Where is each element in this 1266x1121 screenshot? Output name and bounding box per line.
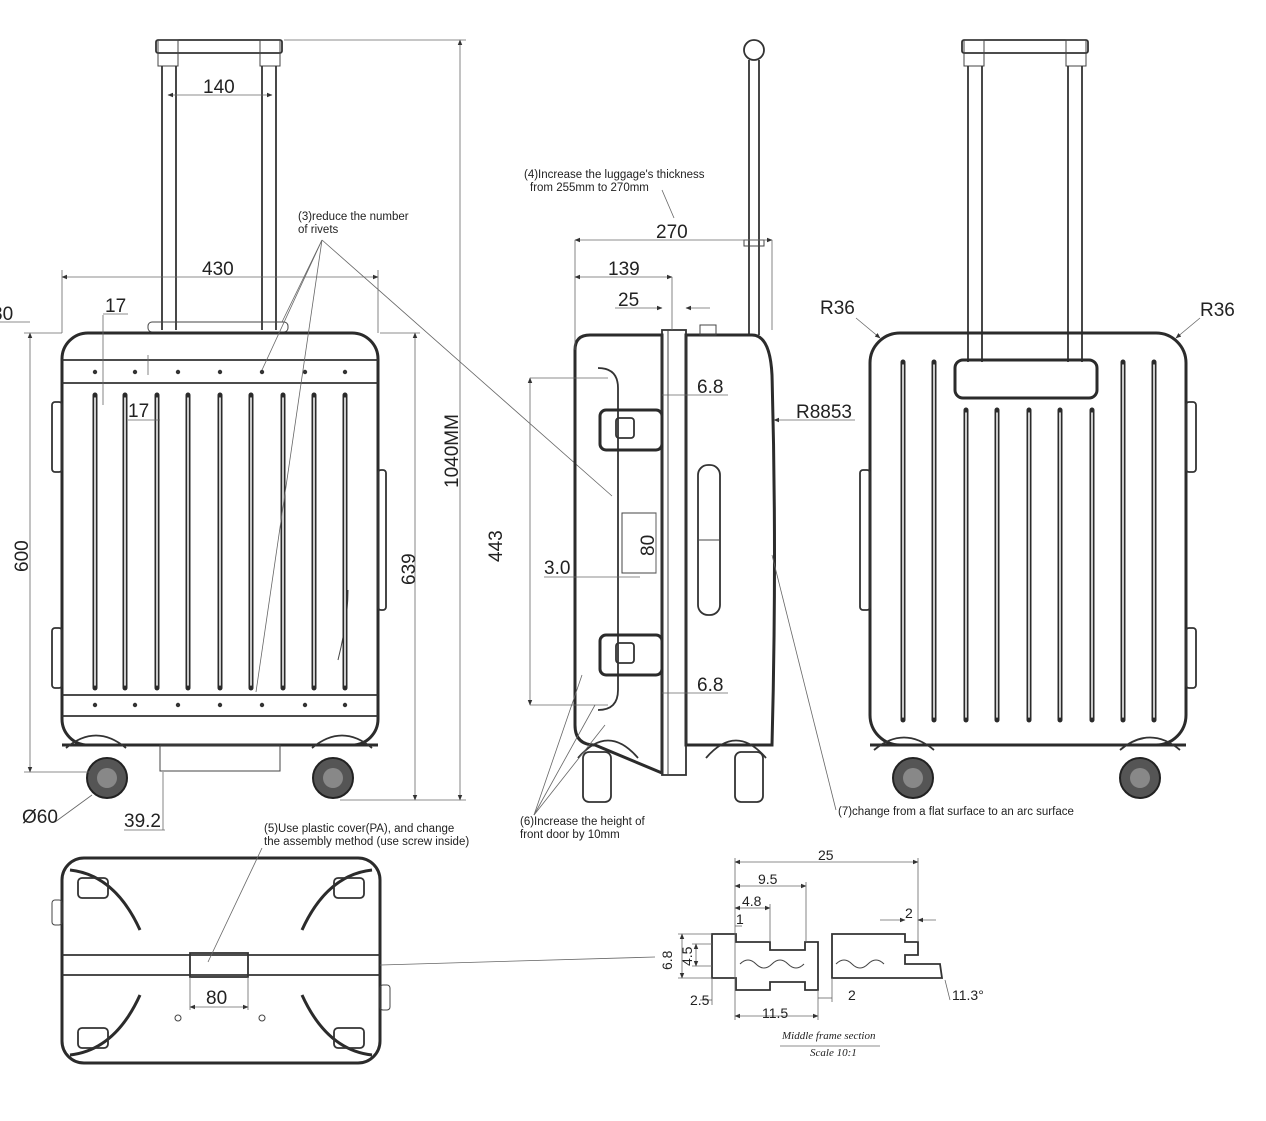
section-dim-2-5: 2.5 — [690, 992, 710, 1008]
dim-cover-width-80: 80 — [206, 988, 227, 1009]
dim-frame-17-side: 17 — [128, 401, 149, 422]
front-rivets — [92, 369, 348, 708]
dim-body-width: 430 — [202, 259, 234, 280]
note-3-line-2: of rivets — [298, 224, 339, 236]
rivet — [259, 369, 265, 375]
dim-body-height-with-wheels: 639 — [399, 553, 420, 585]
note-5-line-2: the assembly method (use screw inside) — [264, 836, 469, 848]
rivet — [259, 702, 265, 708]
dim-frame-25: 25 — [618, 290, 639, 311]
note-4-thickness: (4)Increase the luggage's thickness from… — [524, 169, 705, 219]
note-6-line-2: front door by 10mm — [520, 829, 620, 841]
front-dimension-lines — [0, 39, 466, 831]
dim-lock-gap-top: 6.8 — [697, 377, 723, 398]
dim-body-height: 600 — [12, 540, 33, 572]
back-ribs — [900, 359, 1157, 723]
rivet — [217, 702, 223, 708]
note-5-line-1: (5)Use plastic cover(PA), and change — [264, 823, 454, 835]
back-view — [855, 39, 1201, 799]
section-caption: Middle frame section — [781, 1030, 876, 1042]
rivet — [302, 702, 308, 708]
section-dim-9-5: 9.5 — [758, 871, 778, 887]
rivet — [92, 702, 98, 708]
section-dim-1: 1 — [736, 911, 744, 927]
front-view: 140 430 17 17 30 600 639 1040MM Ø60 39.2 — [0, 39, 466, 832]
dim-clip-gap-3: 3.0 — [544, 558, 570, 579]
note-3-rivets: (3)reduce the number of rivets — [255, 211, 613, 693]
dim-corner-radius-left: R36 — [820, 298, 855, 319]
note-7-arc-surface: (7)change from a flat surface to an arc … — [771, 554, 1074, 818]
dim-thickness-270: 270 — [656, 222, 688, 243]
rivet — [175, 702, 181, 708]
note-4-line-2: from 255mm to 270mm — [530, 182, 649, 194]
dim-edge-30: 30 — [0, 304, 13, 325]
section-dim-6-8: 6.8 — [659, 950, 675, 970]
note-5-plastic-cover: (5)Use plastic cover(PA), and change the… — [207, 823, 469, 963]
rivet — [342, 702, 348, 708]
bottom-view — [51, 856, 656, 1065]
rivet — [92, 369, 98, 375]
front-body — [51, 331, 387, 747]
dim-total-height: 1040MM — [442, 414, 463, 488]
note-3-line-1: (3)reduce the number — [298, 211, 409, 223]
rivet — [302, 369, 308, 375]
section-dim-11-5: 11.5 — [762, 1005, 788, 1021]
middle-frame-section — [678, 858, 951, 1047]
dim-arc-radius: R8853 — [796, 402, 852, 423]
rivet — [342, 369, 348, 375]
dim-wheel-offset: 39.2 — [124, 811, 161, 832]
rivet — [217, 369, 223, 375]
side-view — [527, 39, 855, 803]
dim-handle-width: 140 — [203, 77, 235, 98]
rivet — [132, 702, 138, 708]
dim-clip-height-80: 80 — [638, 535, 659, 556]
dim-front-depth-139: 139 — [608, 259, 640, 280]
front-telescopic-handle — [147, 39, 289, 333]
note-7-text: (7)change from a flat surface to an arc … — [838, 806, 1074, 818]
section-scale: Scale 10:1 — [810, 1047, 857, 1059]
section-dim-angle: 11.3° — [952, 987, 984, 1003]
section-dim-4-8: 4.8 — [742, 893, 762, 909]
front-wheels — [65, 734, 373, 799]
dim-corner-radius-right: R36 — [1200, 300, 1235, 321]
section-dim-2-bottom: 2 — [848, 987, 856, 1003]
dim-frame-17-top: 17 — [105, 296, 126, 317]
dim-wheel-diameter: Ø60 — [22, 807, 58, 828]
note-6-line-1: (6)Increase the height of — [520, 816, 645, 828]
section-dim-4-5: 4.5 — [679, 946, 695, 966]
section-dim-overall: 25 — [818, 847, 834, 863]
dim-lock-gap-bottom: 6.8 — [697, 675, 723, 696]
rivet — [132, 369, 138, 375]
rivet — [175, 369, 181, 375]
section-dim-2-top: 2 — [905, 905, 913, 921]
note-6-front-door: (6)Increase the height of front door by … — [520, 674, 645, 841]
front-ribs — [92, 392, 348, 691]
note-4-line-1: (4)Increase the luggage's thickness — [524, 169, 705, 181]
dim-lock-span-443: 443 — [486, 530, 507, 562]
